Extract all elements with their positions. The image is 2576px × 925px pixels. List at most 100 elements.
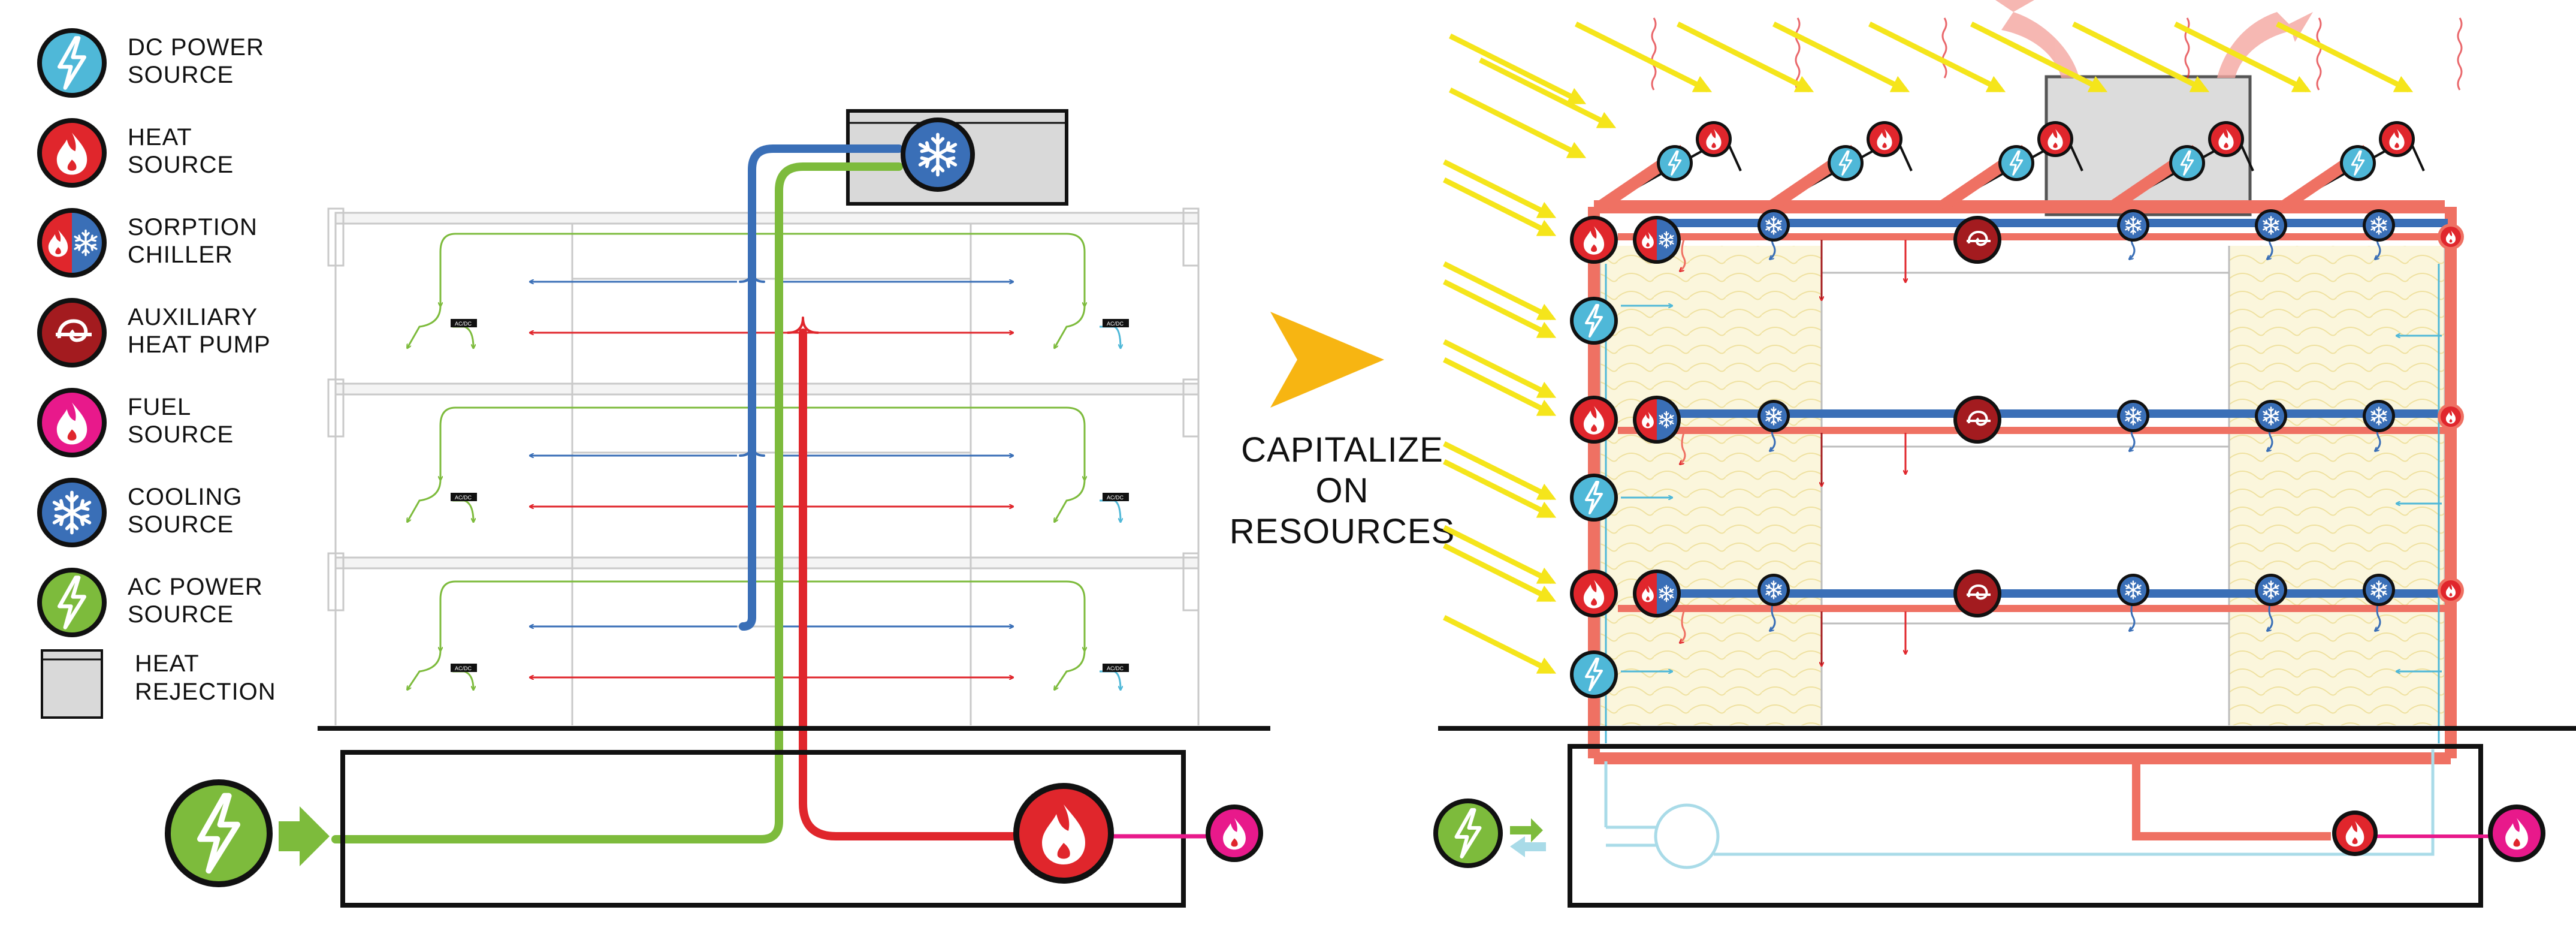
sorption-chiller-icon xyxy=(37,208,107,278)
building-frame xyxy=(327,207,1200,725)
heat-icon xyxy=(2037,121,2073,157)
dc-power-icon xyxy=(1998,145,2034,181)
snowflake-icon xyxy=(2117,400,2149,432)
legend-label: AC POWER xyxy=(128,574,263,600)
fuel-source-icon xyxy=(2488,805,2545,862)
dc-power-icon xyxy=(1657,145,1693,181)
legend-item-ac-power: AC POWER SOURCE xyxy=(37,568,263,637)
transition: CAPITALIZE ON RESOURCES xyxy=(1230,312,1454,551)
transition-line-1: CAPITALIZE xyxy=(1241,430,1443,469)
converter-tag-label: AC/DC xyxy=(455,665,472,671)
heat-icon xyxy=(37,118,107,188)
collector-links xyxy=(1596,144,2370,212)
snowflake-icon xyxy=(1757,400,1790,432)
legend-label: HEAT PUMP xyxy=(128,332,271,358)
building-optimized xyxy=(1433,0,2576,908)
sorption-chiller-icon xyxy=(1633,396,1681,444)
legend-item-cooling-source: COOLING SOURCE xyxy=(37,478,242,547)
legend-label: SOURCE xyxy=(128,152,234,178)
heat-rejection-unit xyxy=(2045,75,2252,216)
dc-power-icon xyxy=(2169,145,2205,181)
snowflake-icon xyxy=(1757,209,1790,242)
legend-label: SOURCE xyxy=(128,511,234,538)
legend-label: COOLING xyxy=(128,484,242,510)
heat-source-icon xyxy=(1013,783,1114,884)
ac-power-icon xyxy=(37,568,107,637)
sorption-chiller-icon xyxy=(1633,570,1681,617)
snowflake-icon xyxy=(2363,574,2395,606)
legend-label: HEAT xyxy=(135,650,200,677)
legend-item-fuel-source: FUEL SOURCE xyxy=(37,388,233,457)
legend-label: AUXILIARY xyxy=(128,304,258,330)
legend-label: CHILLER xyxy=(128,242,233,268)
basement xyxy=(340,750,1186,908)
converter-tag-label: AC/DC xyxy=(1107,321,1124,327)
thermal-zone xyxy=(2229,246,2445,725)
collector-icons xyxy=(1657,121,2415,181)
dc-power-icon xyxy=(1570,474,1618,522)
heat-icon xyxy=(2379,121,2415,157)
dc-power-icon xyxy=(1570,297,1618,345)
legend-label: HEAT xyxy=(128,124,192,150)
snowflake-icon xyxy=(2255,574,2287,606)
dc-power-icon xyxy=(2340,145,2376,181)
converter-tag-label: AC/DC xyxy=(455,321,472,327)
cooling-source-icon xyxy=(901,117,975,192)
snowflake-icon xyxy=(37,478,107,547)
legend: DC POWER SOURCE HEAT SOURCE SORPTION CHI… xyxy=(37,28,276,719)
heat-icon xyxy=(2208,121,2244,157)
heat-icon xyxy=(1570,216,1618,264)
transition-arrow-icon xyxy=(1270,312,1384,408)
legend-item-heat-source: HEAT SOURCE xyxy=(37,118,234,188)
snowflake-icon xyxy=(2255,400,2287,432)
aux-heat-pump-icon xyxy=(1953,570,2001,617)
snowflake-icon xyxy=(2363,400,2395,432)
dc-power-icon xyxy=(37,28,107,98)
ac-power-source-icon xyxy=(1433,799,1503,868)
solar-rays xyxy=(1442,21,2414,674)
legend-label: SORPTION xyxy=(128,214,258,240)
inverter-loop xyxy=(1604,749,2435,869)
thermal-zone xyxy=(1600,246,1822,725)
heat-source-icon xyxy=(2332,810,2378,856)
legend-item-sorption-chiller: SORPTION CHILLER xyxy=(37,208,258,278)
snowflake-icon xyxy=(2363,209,2395,242)
snowflake-icon xyxy=(1757,574,1790,606)
sorption-chiller-icon xyxy=(1633,216,1681,264)
legend-label: SOURCE xyxy=(128,601,234,628)
fuel-icon xyxy=(37,388,107,457)
converter-tag-label: AC/DC xyxy=(1107,495,1124,501)
bidirectional-arrow xyxy=(1510,818,1546,857)
heat-icon xyxy=(2438,577,2464,604)
converter-tag-label: AC/DC xyxy=(455,495,472,501)
floor-icons xyxy=(1570,209,2464,698)
heat-icon xyxy=(2438,224,2464,250)
dc-power-icon xyxy=(1828,145,1864,181)
ac-input-arrow xyxy=(279,806,330,866)
heat-icon xyxy=(1570,396,1618,444)
ac-power-source-icon xyxy=(165,779,273,887)
aux-heat-pump-icon xyxy=(1953,216,2001,264)
converter-tags: AC/DC AC/DC AC/DC AC/DC AC/DC AC/DC xyxy=(451,319,1129,672)
floor-distribution xyxy=(407,233,1121,689)
legend-label: FUEL xyxy=(128,394,191,420)
legend-item-dc-power: DC POWER SOURCE xyxy=(37,28,264,98)
risers xyxy=(331,144,1035,843)
transition-line-2: ON xyxy=(1316,471,1369,510)
legend-label: REJECTION xyxy=(135,679,276,705)
fuel-source-icon xyxy=(1206,805,1263,862)
converter-tag-label: AC/DC xyxy=(1107,665,1124,671)
snowflake-icon xyxy=(2117,209,2149,242)
snowflake-icon xyxy=(2255,209,2287,242)
heat-icon xyxy=(1867,121,1902,157)
heat-icon xyxy=(1570,570,1618,617)
dc-power-icon xyxy=(1570,650,1618,698)
legend-label: SOURCE xyxy=(128,62,234,88)
aux-heat-pump-icon xyxy=(37,298,107,367)
basement xyxy=(1568,744,2483,908)
building-conventional: AC/DC AC/DC AC/DC AC/DC AC/DC AC/DC xyxy=(165,109,1270,908)
heat-icon xyxy=(2438,403,2464,430)
legend-item-aux-heat-pump: AUXILIARY HEAT PUMP xyxy=(37,298,271,367)
heat-rejection-icon xyxy=(41,649,103,719)
